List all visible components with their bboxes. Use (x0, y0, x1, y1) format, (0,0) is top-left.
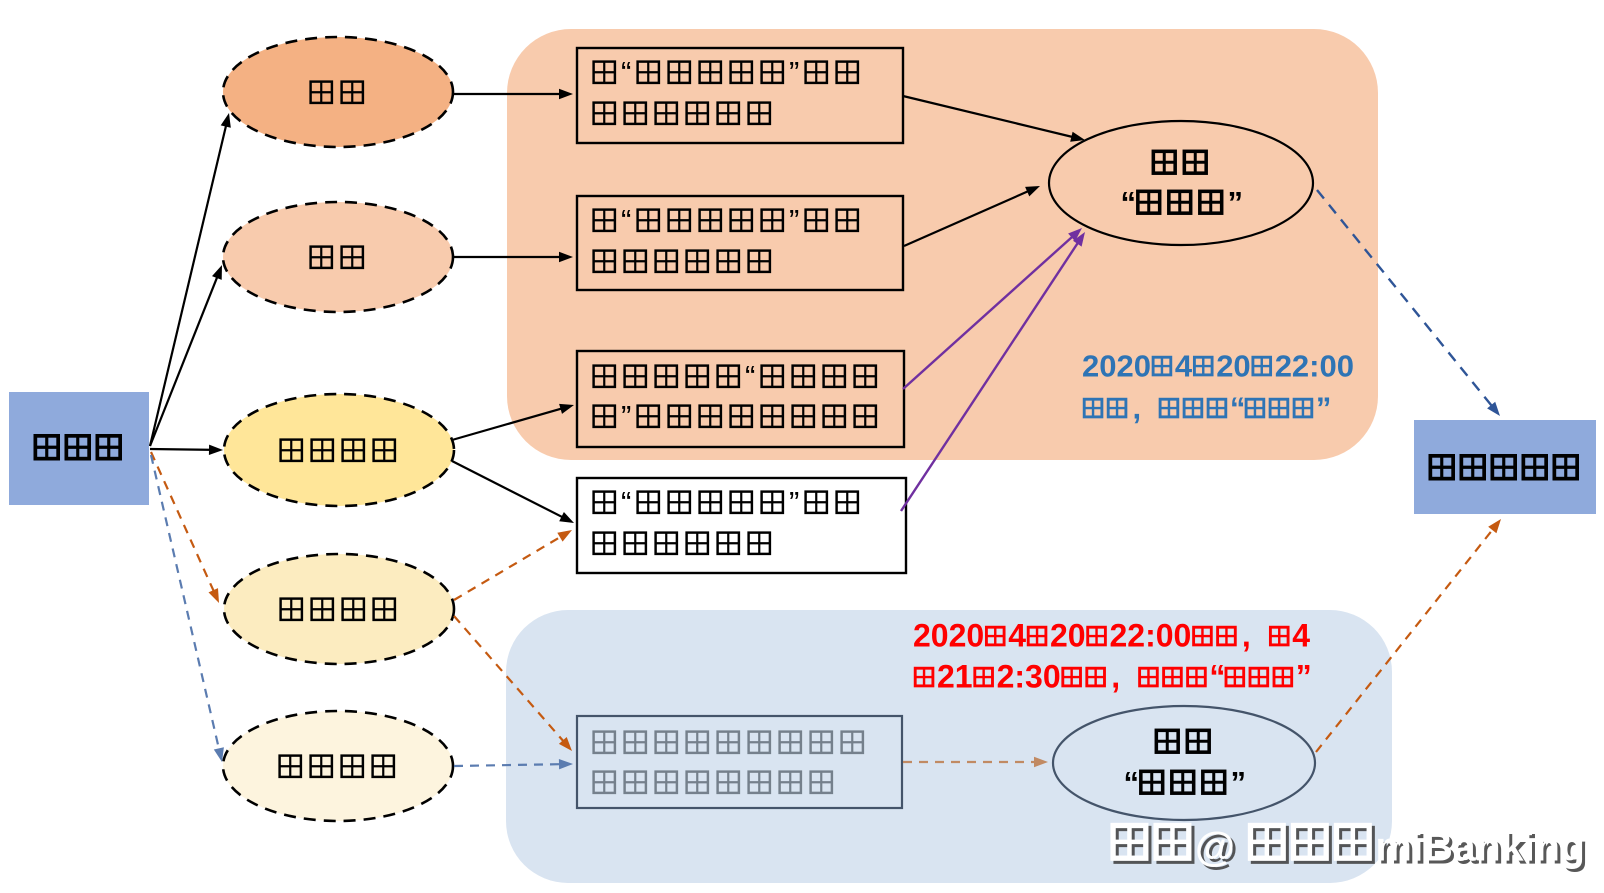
svg-text:”: ” (789, 485, 799, 520)
svg-text:”: ” (621, 399, 631, 434)
svg-text:”: ” (1316, 391, 1332, 426)
svg-text:,: , (1111, 659, 1120, 695)
svg-text:4: 4 (1292, 618, 1310, 654)
svg-text:2020: 2020 (1082, 349, 1151, 384)
svg-text:”: ” (789, 55, 799, 90)
svg-text:22:00: 22:00 (1275, 349, 1354, 384)
svg-text:2020: 2020 (913, 618, 984, 654)
svg-text:“: “ (745, 359, 755, 394)
svg-text:“: “ (621, 55, 631, 90)
svg-text:2:30: 2:30 (997, 659, 1061, 695)
svg-text:“: “ (1209, 659, 1225, 695)
svg-text:“: “ (621, 203, 631, 238)
svg-text:22:00: 22:00 (1110, 618, 1192, 654)
svg-text:”: ” (1231, 765, 1247, 800)
svg-text:”: ” (1228, 185, 1244, 220)
svg-text:,: , (1133, 391, 1142, 426)
svg-text:,: , (1242, 618, 1251, 654)
svg-text:”: ” (1296, 659, 1312, 695)
svg-text:20: 20 (1216, 349, 1250, 384)
svg-text:“: “ (1121, 185, 1137, 220)
svg-text:21: 21 (937, 659, 973, 695)
svg-text:“: “ (621, 485, 631, 520)
svg-text:@: @ (1195, 824, 1235, 870)
svg-text:@: @ (1198, 827, 1238, 873)
svg-text:4: 4 (1008, 618, 1026, 654)
svg-text:“: “ (1124, 765, 1140, 800)
svg-text:miBanking: miBanking (1378, 827, 1588, 873)
svg-text:”: ” (789, 203, 799, 238)
svg-text:miBanking: miBanking (1375, 824, 1585, 870)
svg-text:20: 20 (1050, 618, 1086, 654)
svg-text:“: “ (1230, 391, 1246, 426)
svg-text:4: 4 (1175, 349, 1193, 384)
